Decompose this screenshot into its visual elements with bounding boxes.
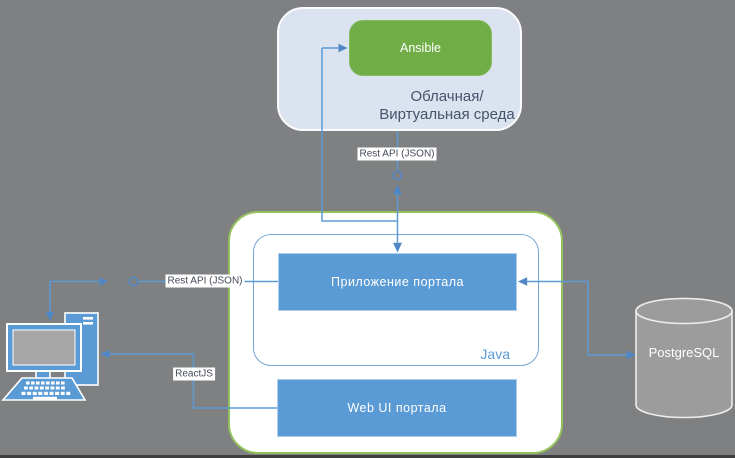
screenshot-bottom-edge (0, 455, 735, 458)
web-ui-node-label: Web UI портала (347, 401, 447, 415)
connector-label-rest-api-top: Rest API (JSON) (357, 147, 437, 161)
cloud-environment-label-line2: Виртуальная среда (379, 106, 515, 123)
java-group-label: Java (480, 346, 510, 362)
ansible-node[interactable]: Ansible (349, 20, 492, 76)
tower-drive-slot (83, 322, 93, 325)
desktop-computer-icon[interactable] (0, 308, 118, 408)
postgresql-label: PostgreSQL (648, 345, 720, 360)
cloud-environment-label-line1: Облачная/ (410, 88, 484, 105)
keyboard (1, 377, 87, 401)
connector-label-rest-api-left: Rest API (JSON) (165, 274, 245, 288)
portal-app-node-label: Приложение портала (331, 275, 464, 289)
tower-drive-slot (83, 317, 93, 320)
cylinder-top (635, 297, 733, 325)
ansible-node-label: Ansible (400, 41, 441, 55)
monitor-screen (12, 329, 76, 366)
cloud-environment-label: Облачная/ Виртуальная среда (312, 88, 582, 124)
connector-label-reactjs: ReactJS (173, 367, 215, 381)
postgresql-cylinder[interactable] (634, 297, 734, 419)
portal-app-node[interactable]: Приложение портала (278, 253, 517, 311)
keyboard-keys (21, 381, 71, 400)
web-ui-node[interactable]: Web UI портала (277, 379, 517, 437)
